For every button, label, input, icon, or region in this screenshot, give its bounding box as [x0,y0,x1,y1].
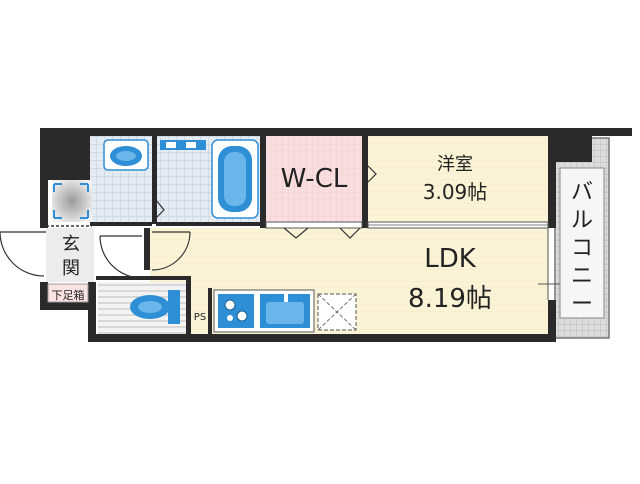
washer-pan [53,183,89,219]
wash-basin [103,139,149,171]
western-room-name: 洋室 [437,154,473,175]
balcony-window [538,228,560,300]
shower-fixture [160,140,206,150]
entrance-label-1: 玄 [62,234,80,255]
balcony-char-1: バ [570,180,593,205]
toilet [130,290,180,324]
shoe-box-label: 下足箱 [51,289,85,302]
western-room-floor [366,136,548,228]
washer-area [52,180,92,222]
ldk-name: LDK [424,244,476,274]
wcl-floor [266,136,364,228]
shoe-box [47,283,89,303]
kitchen-counter [213,289,315,333]
fridge-space [317,293,357,331]
balcony-char-4: ニ [570,264,593,289]
wcl-label: W-CL [280,164,348,194]
western-room-size: 3.09帖 [422,180,488,204]
ldk-size: 8.19帖 [408,284,492,314]
ps-label: PS [193,312,207,323]
balcony-char-2: ル [570,208,593,233]
balcony-char-3: コ [570,236,593,261]
balcony-area [554,137,610,339]
doors [0,165,377,279]
entrance-floor [46,228,94,282]
bathtub [211,139,259,219]
walls [40,128,632,342]
balcony-char-5: ー [570,292,593,317]
entrance-label-2: 関 [62,258,80,279]
